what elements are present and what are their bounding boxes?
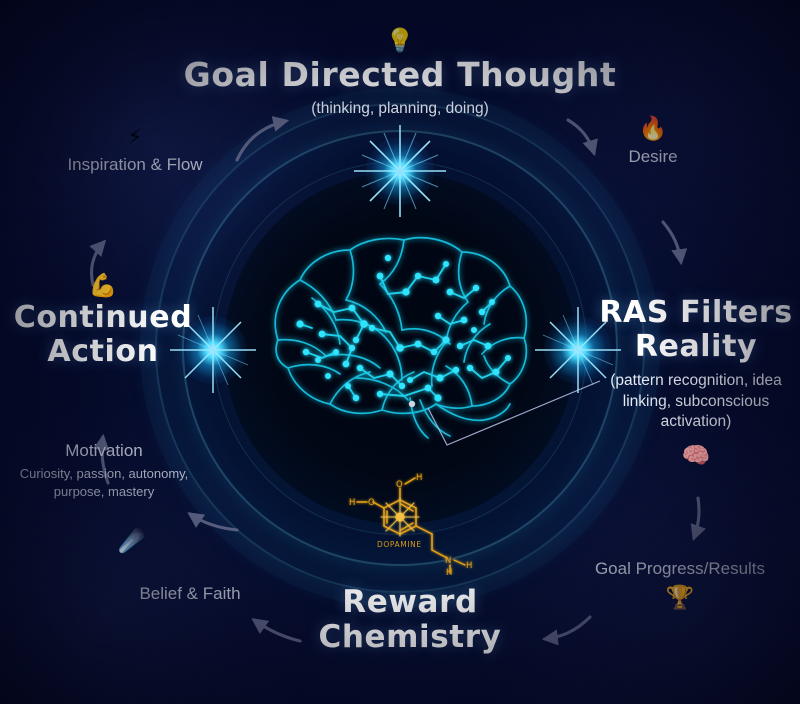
vignette-overlay <box>0 0 800 704</box>
infographic-canvas: O H O H N H H DOPAMINE <box>0 0 800 704</box>
